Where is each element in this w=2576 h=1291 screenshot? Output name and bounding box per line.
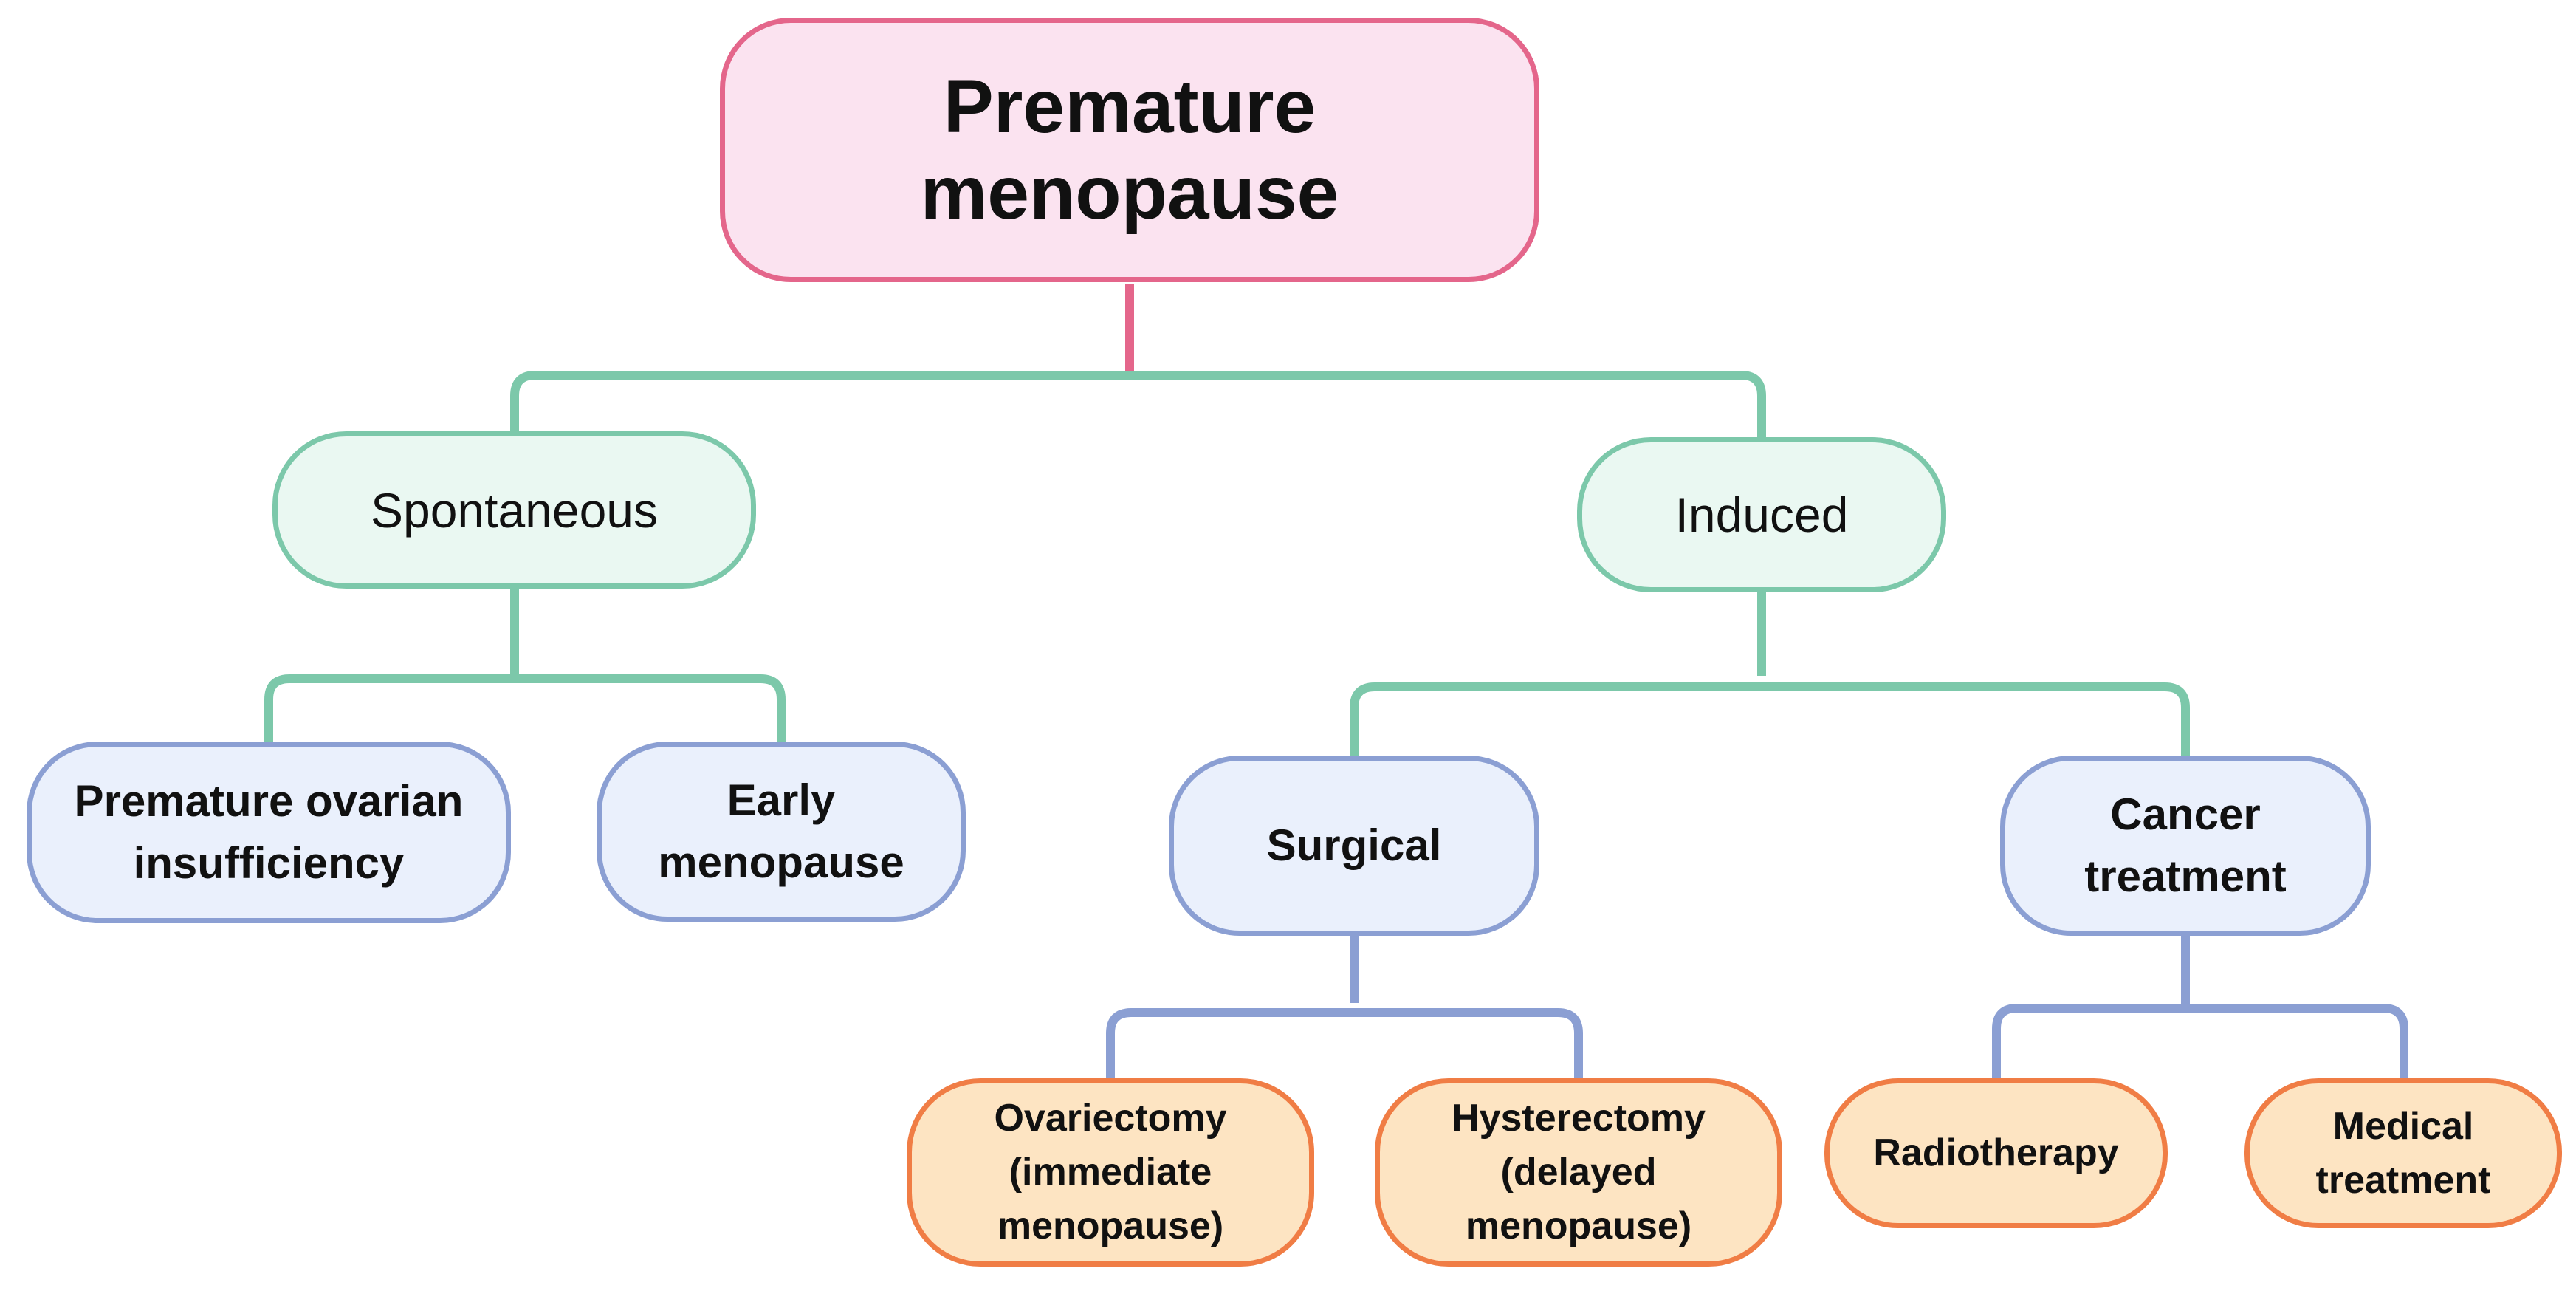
root-label: Premature menopause xyxy=(920,64,1339,235)
node-early-line2: menopause xyxy=(658,838,904,887)
node-ovariectomy: Ovariectomy (immediate menopause) xyxy=(907,1078,1314,1267)
node-cancer-line2: treatment xyxy=(2084,852,2287,901)
node-cancer-line1: Cancer xyxy=(2110,790,2261,839)
node-hysterectomy-line3: menopause) xyxy=(1465,1204,1692,1247)
node-medical-line1: Medical xyxy=(2332,1104,2474,1148)
root-node-premature-menopause: Premature menopause xyxy=(720,18,1539,282)
node-early-menopause: Early menopause xyxy=(597,742,966,922)
node-hysterectomy-line1: Hysterectomy xyxy=(1452,1097,1706,1140)
node-induced: Induced xyxy=(1577,437,1946,592)
node-premature-ovarian-insufficiency: Premature ovarian insufficiency xyxy=(27,742,511,923)
node-ovariectomy-line2: (immediate xyxy=(1009,1151,1212,1194)
connector-surgical-branch xyxy=(1106,1008,1583,1078)
node-hysterectomy: Hysterectomy (delayed menopause) xyxy=(1375,1078,1782,1267)
node-spontaneous: Spontaneous xyxy=(272,431,756,589)
node-early-line1: Early xyxy=(727,775,836,825)
node-poi-line2: insufficiency xyxy=(133,838,405,888)
node-ovariectomy-line3: menopause) xyxy=(997,1204,1224,1247)
node-hysterectomy-line2: (delayed xyxy=(1500,1151,1657,1194)
node-surgical-label: Surgical xyxy=(1266,821,1442,870)
node-induced-label: Induced xyxy=(1675,487,1849,542)
connector-induced-branch xyxy=(1350,682,2190,756)
node-radiotherapy-label: Radiotherapy xyxy=(1873,1131,2119,1175)
connector-spontaneous-branch xyxy=(264,674,786,742)
node-poi-line1: Premature ovarian xyxy=(74,776,464,826)
node-surgical: Surgical xyxy=(1169,756,1539,936)
node-ovariectomy-line1: Ovariectomy xyxy=(994,1097,1227,1140)
node-medical-line2: treatment xyxy=(2315,1158,2491,1202)
connector-root-branch xyxy=(510,371,1766,437)
node-radiotherapy: Radiotherapy xyxy=(1824,1078,2168,1228)
node-spontaneous-label: Spontaneous xyxy=(370,482,658,538)
node-cancer-treatment: Cancer treatment xyxy=(2000,756,2371,936)
node-medical-treatment: Medical treatment xyxy=(2244,1078,2562,1228)
connector-cancer-branch xyxy=(1992,1004,2408,1078)
